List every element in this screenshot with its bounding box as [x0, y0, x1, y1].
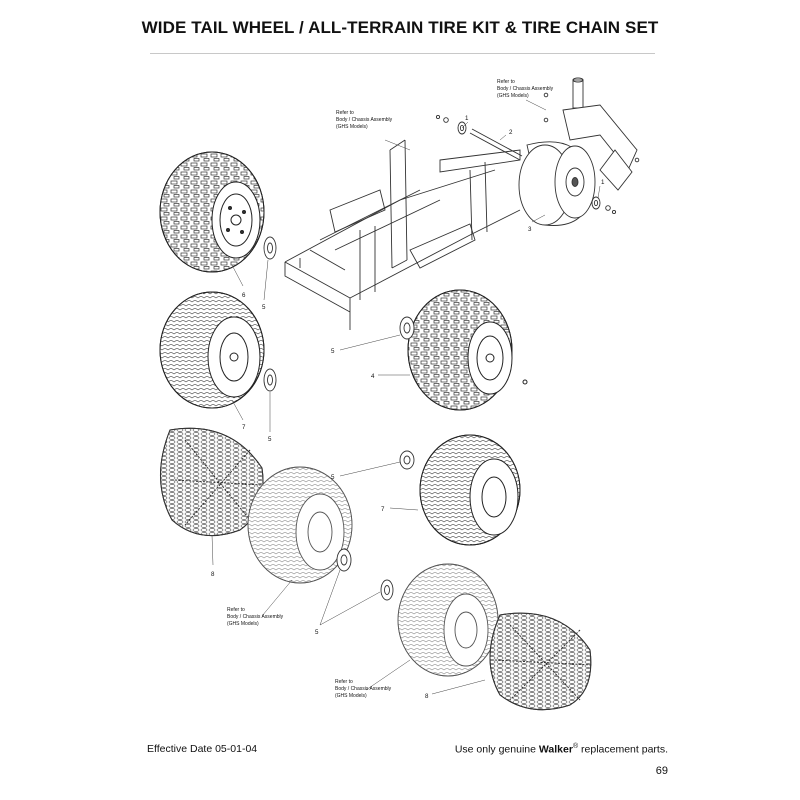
callout-5-upper: 5: [262, 304, 266, 311]
callout-5-lower: 5: [315, 629, 319, 636]
spacer-5d: [336, 548, 352, 572]
spacer-5f: [380, 579, 394, 601]
turf-tire-lower-left: [247, 466, 353, 584]
callout-6: 6: [242, 292, 246, 299]
refer-note-2: Refer to Body / Chassis Assembly (GHS Mo…: [336, 110, 393, 130]
svg-text:(GHS Models): (GHS Models): [336, 124, 368, 130]
footer-note-suffix: replacement parts.: [578, 743, 668, 756]
callout-8-right: 8: [425, 693, 429, 700]
tire-chain-left: [160, 427, 264, 537]
spacer-5b: [263, 368, 277, 392]
svg-text:Refer to: Refer to: [227, 607, 245, 613]
svg-text:(GHS Models): (GHS Models): [227, 621, 259, 627]
atv-tire-upper: [159, 151, 265, 273]
svg-text:Body / Chassis Assembly: Body / Chassis Assembly: [497, 86, 554, 92]
footer-note-prefix: Use only genuine: [454, 743, 539, 756]
callout-5-middle: 5: [331, 348, 335, 355]
caster-fork: [543, 77, 640, 191]
page-title: WIDE TAIL WHEEL / ALL-TERRAIN TIRE KIT &…: [141, 18, 659, 37]
callout-1-right: 1: [601, 179, 605, 186]
turf-tire-left: [159, 291, 265, 409]
spacer-5c: [399, 316, 415, 340]
callout-8-left: 8: [211, 571, 215, 578]
refer-note-3: Refer to Body / Chassis Assembly (GHS Mo…: [227, 607, 284, 627]
callout-7-right: 7: [381, 506, 385, 513]
effective-date: Effective Date 05-01-04: [147, 743, 258, 755]
title-divider: [150, 53, 655, 54]
footer-note: Use only genuine Walker® replacement par…: [455, 743, 668, 756]
callout-1-left: 1: [465, 115, 469, 122]
callout-5-center: 5: [331, 474, 335, 481]
turf-tire-lower-right: [397, 563, 499, 677]
svg-text:Refer to: Refer to: [336, 110, 354, 116]
page-number: 69: [655, 765, 668, 777]
chassis-frame: [284, 139, 521, 330]
brand-name: Walker: [538, 743, 573, 756]
refer-note-1: Refer to Body / Chassis Assembly (GHS Mo…: [497, 79, 554, 99]
svg-text:Body / Chassis Assembly: Body / Chassis Assembly: [335, 686, 392, 692]
callout-7-left: 7: [242, 424, 246, 431]
svg-text:Body / Chassis Assembly: Body / Chassis Assembly: [227, 614, 284, 620]
turf-tire-right: [419, 434, 521, 546]
spacer-5a: [263, 236, 277, 260]
callout-4: 4: [371, 373, 375, 380]
svg-text:Body / Chassis Assembly: Body / Chassis Assembly: [336, 117, 393, 123]
callout-3: 3: [528, 226, 532, 233]
svg-text:Refer to: Refer to: [497, 79, 515, 85]
svg-text:Refer to: Refer to: [335, 679, 353, 685]
callout-5-left: 5: [268, 436, 272, 443]
callout-2: 2: [509, 129, 513, 136]
spacer-5e: [399, 450, 415, 470]
tire-chain-right: [489, 612, 593, 711]
refer-note-4: Refer to Body / Chassis Assembly (GHS Mo…: [335, 679, 392, 699]
atv-tire-lower: [407, 289, 528, 411]
registered-mark: ®: [572, 743, 579, 750]
svg-text:(GHS Models): (GHS Models): [335, 693, 367, 699]
wide-tail-wheel: [518, 141, 596, 226]
svg-text:(GHS Models): (GHS Models): [497, 93, 529, 99]
leader-lines: [211, 99, 601, 695]
